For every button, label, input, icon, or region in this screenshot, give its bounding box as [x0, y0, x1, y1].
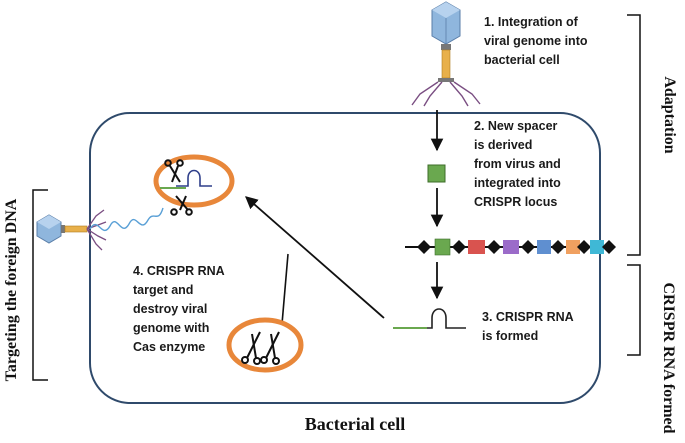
cas-complex-upper	[153, 154, 235, 216]
cell-label: Bacterial cell	[305, 414, 405, 434]
scissors-icon	[241, 331, 280, 365]
locus-spacer	[590, 240, 604, 254]
step-3-text: 3. CRISPR RNA is formed	[482, 310, 577, 343]
bracket-targeting	[32, 189, 48, 381]
repeat-diamond	[487, 240, 501, 254]
repeat-diamond	[521, 240, 535, 254]
phase-label-targeting: Targeting the foreign DNA	[3, 198, 20, 381]
locus-spacer	[503, 240, 519, 254]
locus-spacer	[566, 240, 580, 254]
repeat-diamond	[417, 240, 431, 254]
repeat-diamond	[577, 240, 591, 254]
locus-spacer	[468, 240, 485, 254]
phase-label-crispr-rna-formed: CRISPR RNA formed	[660, 282, 677, 433]
new-spacer	[427, 164, 446, 183]
scissors-icon	[164, 159, 193, 216]
repeat-diamond	[452, 240, 466, 254]
phage-top	[411, 1, 481, 107]
step-1-text: 1. Integration of viral genome into bact…	[484, 15, 591, 67]
crispr-rna	[393, 308, 466, 329]
repeat-diamond	[551, 240, 565, 254]
phase-label-adaptation: Adaptation	[661, 76, 678, 153]
crispr-locus	[405, 238, 616, 256]
bracket-crispr-rna	[627, 264, 641, 356]
locus-spacer	[434, 238, 451, 256]
branch-line	[281, 253, 289, 325]
cas-complex-lower	[226, 317, 304, 373]
bacterial-cell	[89, 112, 601, 404]
bracket-adaptation	[627, 14, 641, 256]
step-4-text: 4. CRISPR RNA target and destroy viral g…	[133, 264, 228, 354]
viral-dna	[89, 207, 164, 232]
repeat-diamond	[602, 240, 616, 254]
locus-spacer	[537, 240, 551, 254]
phage-left	[36, 207, 164, 251]
step-2-text: 2. New spacer is derived from virus and …	[474, 119, 564, 209]
arrow-rna-to-complex	[245, 196, 385, 319]
